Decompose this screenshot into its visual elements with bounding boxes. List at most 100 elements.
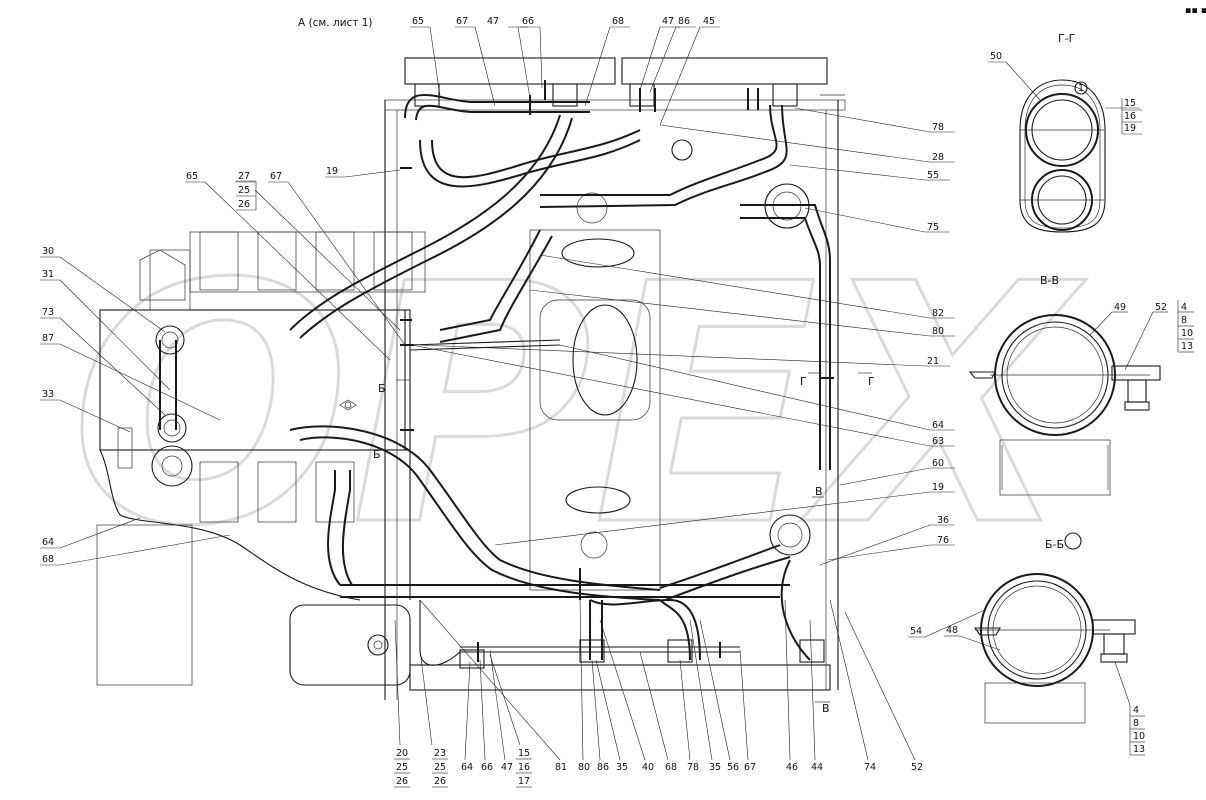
- callout-label: 67: [744, 762, 756, 773]
- callout-label: 19: [1124, 123, 1136, 134]
- callout-label: 46: [786, 762, 798, 773]
- section-gg: Г-Г 1 50 15 16 19: [988, 32, 1142, 233]
- callout-label: 8: [1181, 315, 1187, 326]
- callout-label: 74: [864, 762, 876, 773]
- section-gg-title: Г-Г: [1058, 32, 1076, 45]
- callout-label: 15: [1124, 98, 1136, 109]
- callout-label: 35: [616, 762, 628, 773]
- callout-label: 26: [238, 199, 250, 210]
- callout-label: 47: [501, 762, 513, 773]
- callout-label: 68: [42, 554, 54, 565]
- callout-label: 80: [932, 326, 944, 337]
- callout-label: 78: [687, 762, 699, 773]
- section-bb: Б-Б 54 48 4 8 10 13: [908, 532, 1145, 756]
- callout-label: 31: [42, 269, 54, 280]
- callout-label: 13: [1181, 341, 1193, 352]
- callout-label: 16: [518, 762, 530, 773]
- callout-label: 33: [42, 389, 54, 400]
- callout-label: 65: [412, 16, 424, 27]
- bottom-callouts: 20 25 26 23 25 26 64 66 47 15 16 17 81 8…: [394, 748, 923, 788]
- callout-label: 21: [927, 356, 939, 367]
- cut-marks: Б Б Г Г В В: [373, 372, 875, 715]
- callout-label: 36: [937, 515, 949, 526]
- callout-label: 66: [481, 762, 493, 773]
- callout-label: 82: [932, 308, 944, 319]
- section-bb-title: Б-Б: [1045, 538, 1064, 551]
- callout-label: 27: [238, 171, 250, 182]
- callout-label: 16: [1124, 111, 1136, 122]
- callout-label: 26: [434, 776, 446, 787]
- callouts-right: 78 28 55 75 82 80 21 64 63 60 19 36 76: [927, 122, 949, 546]
- callout-label: 86: [678, 16, 690, 27]
- section-vv-title: В-В: [1040, 274, 1059, 287]
- lower-left-bracket: [96, 524, 193, 686]
- callout-label: 10: [1181, 328, 1193, 339]
- callout-label: 68: [612, 16, 624, 27]
- callout-label: 35: [709, 762, 721, 773]
- callouts-left: 30 31 73 87 33 64 68 19 65 67 27 25 26: [42, 166, 338, 565]
- callout-label: 78: [932, 122, 944, 133]
- cut-g-right: Г: [868, 375, 875, 388]
- callout-label: 45: [703, 16, 715, 27]
- callout-label: 67: [456, 16, 468, 27]
- callout-label: 40: [642, 762, 654, 773]
- callout-label: 64: [42, 537, 54, 548]
- callout-label: 52: [911, 762, 923, 773]
- callout-label: 60: [932, 458, 944, 469]
- section-vv: В-В 49 52 4 8 10 13: [968, 274, 1194, 496]
- callout-label: 28: [932, 152, 944, 163]
- callout-label: 52: [1155, 302, 1167, 313]
- callout-label: 64: [461, 762, 473, 773]
- callout-label: 87: [42, 333, 54, 344]
- svg-text:1: 1: [1078, 83, 1084, 94]
- callout-label: 73: [42, 307, 54, 318]
- callouts-top: 65 67 47 66 68 47 86 45: [412, 16, 715, 27]
- callout-label: 48: [946, 625, 958, 636]
- callout-label: 68: [665, 762, 677, 773]
- callout-label: 10: [1133, 731, 1145, 742]
- callout-label: 26: [396, 776, 408, 787]
- callout-label: 86: [597, 762, 609, 773]
- menu-glyph[interactable]: ▪▪ ▪▪▪: [1185, 5, 1206, 16]
- callout-label: 66: [522, 16, 534, 27]
- cut-g-left: Г: [800, 375, 807, 388]
- callout-label: 65: [186, 171, 198, 182]
- watermark-text: OPEX: [70, 214, 1086, 598]
- callout-label: 19: [932, 482, 944, 493]
- callout-label: 50: [990, 51, 1002, 62]
- callout-label: 47: [487, 16, 499, 27]
- callout-label: 49: [1114, 302, 1126, 313]
- callout-label: 25: [396, 762, 408, 773]
- leader-lines: [40, 26, 955, 761]
- callout-label: 80: [578, 762, 590, 773]
- callout-label: 15: [518, 748, 530, 759]
- view-title: А (см. лист 1): [298, 17, 373, 29]
- callout-label: 76: [937, 535, 949, 546]
- callout-label: 25: [238, 185, 250, 196]
- callout-label: 44: [811, 762, 823, 773]
- callout-label: 20: [396, 748, 408, 759]
- callout-label: 23: [434, 748, 446, 759]
- callout-label: 8: [1133, 718, 1139, 729]
- callout-label: 64: [932, 420, 944, 431]
- callout-label: 25: [434, 762, 446, 773]
- watermark: OPEX: [69, 213, 1088, 600]
- callout-label: 56: [727, 762, 739, 773]
- callout-label: 30: [42, 246, 54, 257]
- callout-label: 54: [910, 626, 922, 637]
- callout-label: 67: [270, 171, 282, 182]
- cut-b-upper: Б: [378, 382, 386, 395]
- cut-v-lower: В: [822, 702, 830, 715]
- cut-b-lower: Б: [373, 448, 381, 461]
- callout-label: 19: [326, 166, 338, 177]
- callout-label: 17: [518, 776, 530, 787]
- callout-label: 55: [927, 170, 939, 181]
- callout-label: 4: [1181, 302, 1187, 313]
- main-assembly-view: [99, 57, 846, 700]
- cut-v-upper: В: [815, 485, 823, 498]
- callout-label: 4: [1133, 705, 1139, 716]
- callout-label: 63: [932, 436, 944, 447]
- callout-label: 47: [662, 16, 674, 27]
- callout-label: 13: [1133, 744, 1145, 755]
